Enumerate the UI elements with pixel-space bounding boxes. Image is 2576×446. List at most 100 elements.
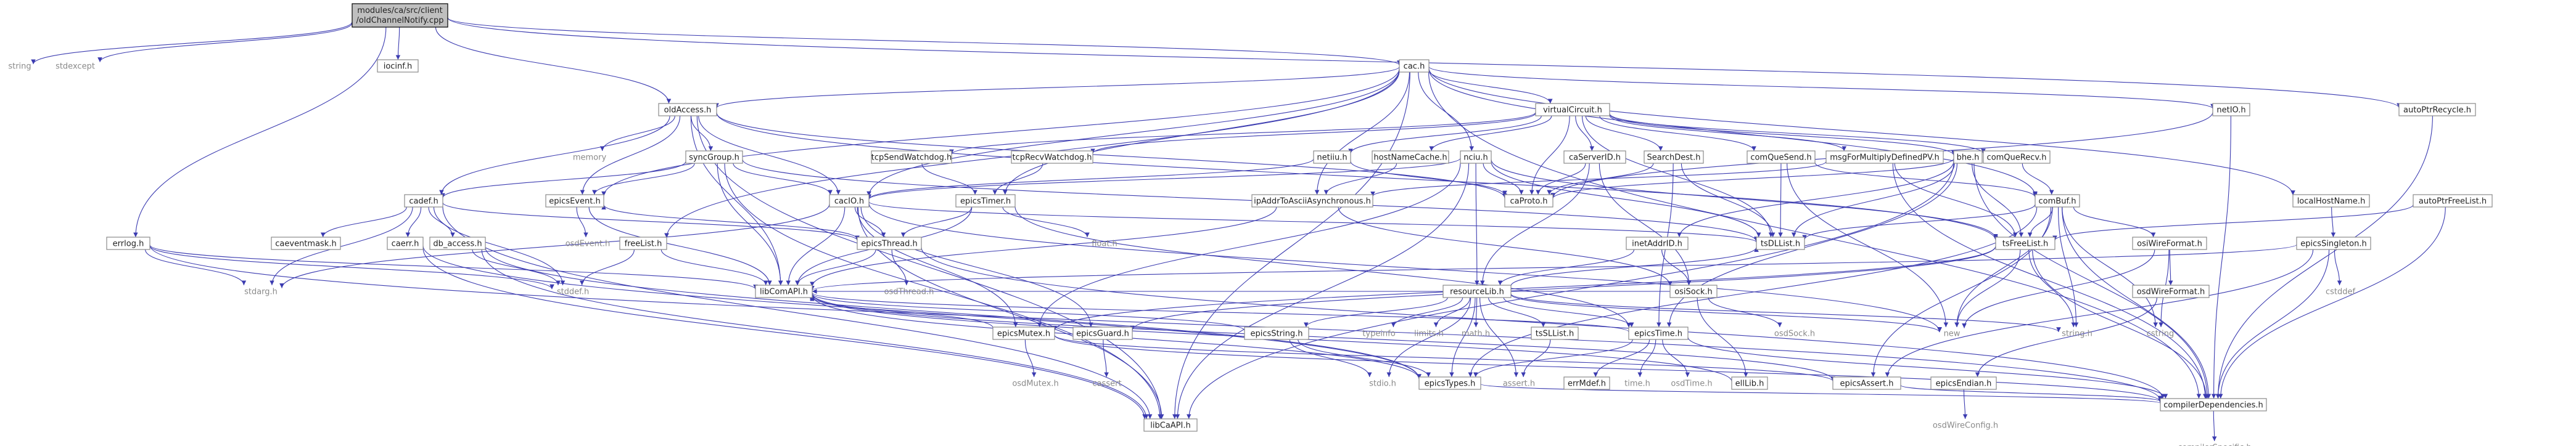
edge-syncGroup_h-to-libCom_API_h [717,163,783,286]
node-errlog-h[interactable]: errlog.h [106,237,150,250]
node-osdTime-h: osdTime.h [1671,379,1712,389]
edge-osdWireFormat_h-to-epicsEndian_h [1975,297,2157,378]
node-inetAddrID-h[interactable]: inetAddrID.h [1626,237,1689,250]
node-msgForMultiplyDefinedPV-h[interactable]: msgForMultiplyDefinedPV.h [1825,150,1944,164]
node-label: ellLib.h [1735,379,1764,389]
node-time-h: time.h [1624,379,1650,389]
edge-netIO_h-to-compilerDependencies_h [2211,115,2231,399]
node-tcpSendWatchdog-h[interactable]: tcpSendWatchdog.h [871,150,952,164]
node-epicsAssert-h[interactable]: epicsAssert.h [1832,376,1901,390]
node-localHostName-h[interactable]: localHostName.h [2292,194,2370,208]
node-oldAccess-h[interactable]: oldAccess.h [658,103,717,116]
node-stdio-h: stdio.h [1369,379,1396,389]
node-libCa-API-h[interactable]: libCaAPI.h [1143,418,1198,432]
node-SearchDest-h[interactable]: SearchDest.h [1644,150,1704,164]
node-label: libComAPI.h [760,288,808,297]
edge-comBuf_h-to-epicsAssert_h [1870,206,2052,378]
edge-cadef_h-to-epicsThread_h [442,202,860,241]
node-virtualCircuit-h[interactable]: virtualCircuit.h [1535,103,1610,116]
node-caServerID-h[interactable]: caServerID.h [1563,150,1626,164]
node-label: cacIO.h [834,197,864,206]
node-iocinf-h[interactable]: iocinf.h [377,59,419,73]
edge-epicsThread_h-to-epicsEvent_h [601,205,858,240]
edge-epicsTimer_h-to-epicsThread_h [900,206,972,238]
edge-nciu_h-to-caProto_h [1483,163,1524,195]
node-epicsSingleton-h[interactable]: epicsSingleton.h [2296,237,2371,250]
edge-autoPtrRecycle_h-to-compilerDependencies_h [2215,115,2433,399]
edge-epicsSingleton_h-to-compilerDependencies_h [2215,249,2330,399]
node-ipAddrToAsciiAsynchronous-h[interactable]: ipAddrToAsciiAsynchronous.h [1251,194,1373,208]
node-tsDLList-h[interactable]: tsDLList.h [1756,237,1805,250]
edge-virtualCircuit_h-to-bhe_h [1609,114,1956,156]
edge-virtualCircuit_h-to-hostNameCache_h [1429,115,1552,152]
node-osdWireFormat-h[interactable]: osdWireFormat.h [2132,285,2210,298]
edge-virtualCircuit_h-to-tcpSendWatchdog_h [949,112,1536,155]
edge-autoPtrFreeList_h-to-compilerDependencies_h [2218,206,2446,399]
edge-compilerDependencies_h-to-compilerSpecific_h [2212,410,2217,442]
node-netIO-h[interactable]: netIO.h [2212,103,2250,116]
node-tsSLList-h[interactable]: tsSLList.h [1531,326,1579,340]
node-freeList-h[interactable]: freeList.h [619,237,667,250]
node-label: osdTime.h [1671,379,1712,389]
node-label: float.h [1092,240,1117,249]
edge-virtualCircuit_h-to-netiiu_h [1348,115,1542,154]
node-epicsEvent-h[interactable]: epicsEvent.h [545,194,604,208]
edge-epicsTypes_h-to-compilerDependencies_h [1480,383,2163,404]
node-string-h: string.h [2062,330,2092,339]
node-resourceLib-h[interactable]: resourceLib.h [1442,285,1512,298]
node-epicsString-h[interactable]: epicsString.h [1244,326,1309,340]
node-compilerDependencies-h[interactable]: compilerDependencies.h [2160,398,2267,412]
node-comBuf-h[interactable]: comBuf.h [2035,194,2080,208]
root-file-label: /oldChannelNotify.cpp [356,16,444,25]
root-file-node[interactable]: modules/ca/src/client/oldChannelNotify.c… [352,3,448,28]
node-label: comQueRecv.h [1987,153,2047,163]
node-autoPtrFreeList-h[interactable]: autoPtrFreeList.h [2413,194,2493,208]
node-epicsThread-h[interactable]: epicsThread.h [857,237,922,250]
node-netiiu-h[interactable]: netiiu.h [1313,150,1351,164]
node-libCom-API-h[interactable]: libComAPI.h [755,285,813,298]
node-label: osdThread.h [884,288,934,297]
node-comQueRecv-h[interactable]: comQueRecv.h [1983,150,2051,164]
node-tsFreeList-h[interactable]: tsFreeList.h [1995,237,2055,250]
edge-comBuf_h-to-compilerDependencies_h [2062,206,2212,399]
node-epicsTypes-h[interactable]: epicsTypes.h [1418,376,1481,390]
node-cac-h[interactable]: cac.h [1399,59,1430,73]
edge-comBuf_h-to-tsFreeList_h [2027,206,2054,238]
node-errMdef-h[interactable]: errMdef.h [1563,376,1610,390]
edge-cac_h-to-cacIO_h [866,69,1400,197]
node-epicsMutex-h[interactable]: epicsMutex.h [992,326,1055,340]
node-label: stdarg.h [244,288,278,297]
node-tcpRecvWatchdog-h[interactable]: tcpRecvWatchdog.h [1011,150,1093,164]
node-osdSock-h: osdSock.h [1774,330,1815,339]
edge-epicsGuard_h-to-cassert [1103,339,1109,378]
node-syncGroup-h[interactable]: syncGroup.h [685,150,743,164]
edge-resourceLib_h-to-typeinfo [1391,297,1463,328]
node-nciu-h[interactable]: nciu.h [1460,150,1492,164]
node-osiSock-h[interactable]: osiSock.h [1669,285,1718,298]
node-comQueSend-h[interactable]: comQueSend.h [1747,150,1816,164]
node-epicsTime-h[interactable]: epicsTime.h [1628,326,1689,340]
edge-epicsTime_h-to-epicsTypes_h [1473,339,1633,378]
node-epicsGuard-h[interactable]: epicsGuard.h [1072,326,1133,340]
node-string: string [8,62,31,71]
edge-msgForMultiplyDefinedPV_h-to-ipAddrToAsciiAsynchronous_h [1370,161,1827,197]
node-epicsTimer-h[interactable]: epicsTimer.h [955,194,1016,208]
node-cadef-h[interactable]: cadef.h [404,194,443,208]
edge-cac_h-to-compilerDependencies_h [1428,71,2202,399]
edge-bhe_h-to-tsDLList_h [1791,163,1955,238]
node-caerr-h[interactable]: caerr.h [387,237,424,250]
edge-syncGroup_h-to-epicsEvent_h [592,163,695,195]
node-caProto-h[interactable]: caProto.h [1504,194,1553,208]
node-bhe-h[interactable]: bhe.h [1953,150,1983,164]
edge-msgForMultiplyDefinedPV_h-to-tsFreeList_h [1894,163,2018,238]
node-caeventmask-h[interactable]: caeventmask.h [271,237,341,250]
node-db-access-h[interactable]: db_access.h [429,237,486,250]
node-osiWireFormat-h[interactable]: osiWireFormat.h [2132,237,2207,250]
node-cacIO-h[interactable]: cacIO.h [829,194,870,208]
node-epicsEndian-h[interactable]: epicsEndian.h [1930,376,1997,390]
node-hostNameCache-h[interactable]: hostNameCache.h [1372,150,1449,164]
edge-cac_h-to-localHostName_h [1428,68,2295,195]
node-cassert: cassert [1092,379,1121,389]
node-ellLib-h[interactable]: ellLib.h [1731,376,1768,390]
node-autoPtrRecycle-h[interactable]: autoPtrRecycle.h [2398,103,2476,116]
